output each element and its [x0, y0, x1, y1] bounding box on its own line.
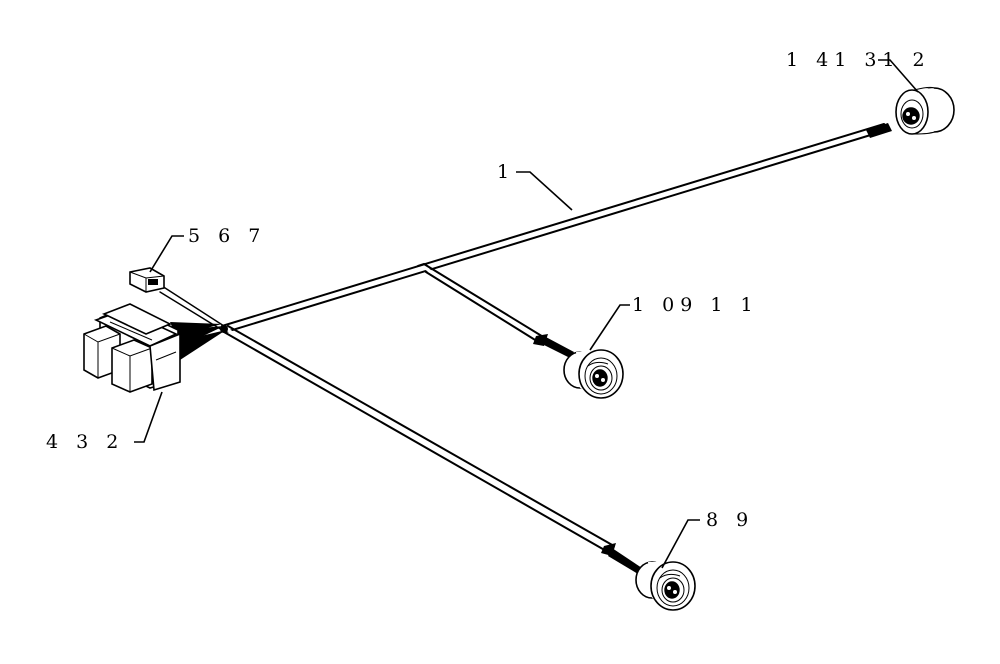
top-right-round-connector	[895, 86, 955, 135]
callout-small-connector: 5 6 7	[188, 225, 266, 247]
bottom-branch-wire	[223, 325, 642, 574]
main-trunk-wire	[221, 123, 892, 333]
callout-bottom-connector: 8 9	[706, 509, 754, 531]
leader-middle-connector	[589, 304, 630, 351]
leader-lines	[134, 59, 919, 569]
callout-middle-connector: 1 09 1 1	[632, 294, 759, 316]
block-connector-wire-fan	[170, 322, 228, 360]
leader-top-right-connector	[878, 59, 919, 93]
leader-small-connector	[149, 235, 184, 273]
leader-block-connector	[134, 391, 163, 443]
harness-wires	[159, 123, 892, 574]
callout-top-right-connector: 1 41 31 2	[786, 49, 931, 71]
leader-bottom-connector	[661, 519, 700, 569]
callout-main-harness: 1	[497, 161, 515, 183]
middle-branch-wire	[417, 262, 574, 358]
callout-labels: 1 1 41 31 2 1 09 1 1 8 9 5 6 7 4 3 2	[46, 49, 931, 531]
middle-round-connector	[563, 349, 624, 399]
bottom-round-connector	[635, 561, 696, 611]
block-connector	[83, 303, 181, 393]
callout-block-connector: 4 3 2	[46, 431, 124, 453]
small-rectangular-connector	[129, 267, 165, 293]
leader-main-harness	[516, 171, 573, 211]
